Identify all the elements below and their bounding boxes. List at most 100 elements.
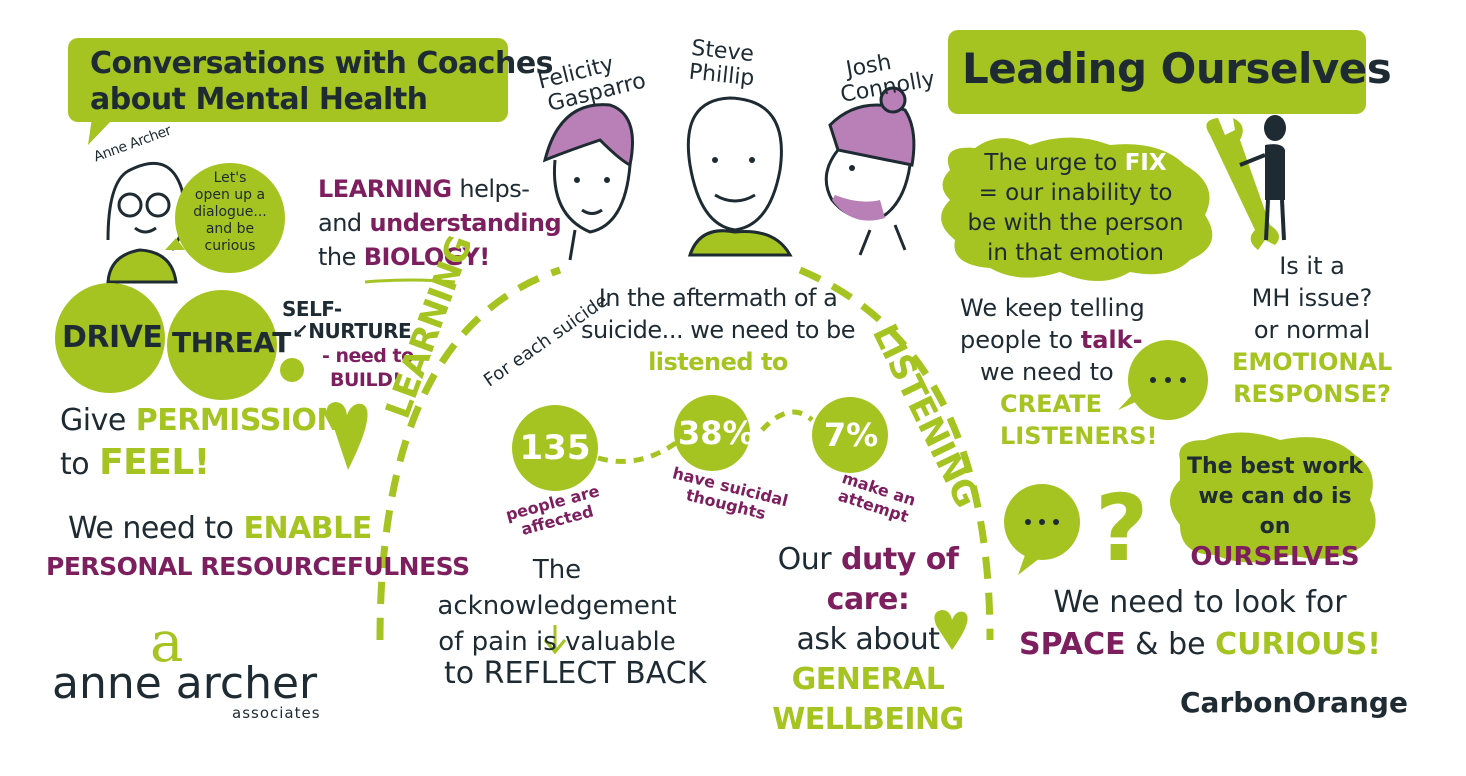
aftermath-line3: listened to <box>648 348 788 376</box>
the-word: the <box>318 243 356 271</box>
biology-word: BIOLOGY! <box>363 243 490 271</box>
anne-portrait-icon <box>106 161 186 284</box>
speech-line: curious <box>204 238 256 254</box>
keep-line3: we need to <box>980 358 1114 386</box>
threat-label: THREAT <box>172 326 291 359</box>
keep-line1: We keep telling <box>960 294 1145 322</box>
panelist-steve-name: Steve Phillip <box>688 36 758 92</box>
create-word: CREATE <box>1000 390 1102 418</box>
ask-about-words: ask about <box>796 622 940 657</box>
permission-word: PERMISSION <box>135 403 342 438</box>
need-to-build-label: - need to BUILD! <box>322 344 414 392</box>
drive-circle <box>55 283 165 393</box>
mh-line1: Is it a <box>1279 252 1345 280</box>
urge-to-fix-note: The urge to FIX = our inability to be wi… <box>948 148 1203 268</box>
anne-archer-logo: anne archer <box>52 658 318 709</box>
right-title: Leading Ourselves <box>962 44 1392 93</box>
look-for-space-note: We need to look for SPACE & be CURIOUS! <box>1010 582 1390 666</box>
nurture-word: NURTURE <box>308 319 412 343</box>
stat-circle-38 <box>674 395 750 471</box>
anne-archer-sub: associates <box>232 704 321 722</box>
give-permission-note: Give PERMISSION to FEEL! <box>60 400 341 486</box>
stat-connector-2 <box>760 409 814 432</box>
general-word: GENERAL <box>791 662 945 697</box>
best-line2: we can do is on <box>1198 484 1352 539</box>
learning-helps-note: LEARNING helps- and understanding the BI… <box>318 172 562 274</box>
ellipsis-speech-bubble-icon <box>1004 484 1080 575</box>
listener-speech-bubble-icon <box>1118 340 1208 420</box>
enable-note: We need to ENABLE <box>68 508 372 550</box>
duty-of-care-note: Our duty of care: ask about GENERAL WELL… <box>738 540 998 740</box>
urge-line2: = our inability to <box>978 180 1173 206</box>
urge-cloud <box>941 137 1213 281</box>
speech-line: dialogue... <box>193 204 267 220</box>
speech-line: open up a <box>194 187 266 203</box>
drive-label: DRIVE <box>62 320 163 355</box>
felicity-portrait-icon <box>542 103 634 261</box>
right-title-banner: Leading Ourselves <box>948 30 1392 114</box>
and-be-words: & be <box>1135 627 1206 662</box>
aftermath-note: In the aftermath of a suicide... we need… <box>568 282 868 378</box>
stat-circle-7 <box>812 397 888 473</box>
response-word: RESPONSE? <box>1233 380 1391 408</box>
best-work-cloud <box>1170 432 1376 563</box>
aftermath-line1: In the aftermath of a <box>598 284 838 312</box>
listening-arc <box>798 266 994 641</box>
aftermath-line2: suicide... we need to be <box>580 316 856 344</box>
ack-line2: of pain is valuable <box>438 627 676 657</box>
we-need-to-words: We need to <box>68 511 234 546</box>
stat-value-135: 135 <box>519 428 591 468</box>
learning-arc <box>376 266 562 641</box>
look-line1: We need to look for <box>1053 585 1347 620</box>
give-word: Give <box>60 403 126 438</box>
best-line1: The best work <box>1186 454 1364 479</box>
self-nurture-dot <box>280 358 304 382</box>
need-to-word: - need to <box>322 345 414 367</box>
stat-circle-135 <box>512 405 598 491</box>
self-word: SELF- <box>282 297 342 321</box>
stat-value-38: 38% <box>678 414 755 452</box>
build-word: BUILD! <box>330 369 401 391</box>
space-word: SPACE <box>1019 627 1126 662</box>
page-title-line2: about Mental Health <box>90 82 428 117</box>
listeners-word: LISTENERS! <box>1000 422 1158 450</box>
feel-word: FEEL! <box>99 442 210 483</box>
title-bubble-tail <box>88 118 112 145</box>
duty-of-care-word: duty of care: <box>826 542 959 617</box>
mh-issue-note: Is it a MH issue? or normal EMOTIONAL RE… <box>1232 250 1392 410</box>
urge-line3: be with the person <box>967 210 1184 236</box>
heart-small-icon <box>934 610 968 650</box>
anne-speech-bubble <box>175 163 285 273</box>
wrench-figure-icon <box>1206 115 1286 250</box>
personal-resourcefulness: PERSONAL RESOURCEFULNESS <box>46 552 470 581</box>
page-title-line1: Conversations with Coaches <box>90 46 554 81</box>
best-work-note: The best work we can do is on OURSELVES <box>1180 452 1370 572</box>
heart-icon <box>326 402 368 470</box>
threat-circle <box>167 290 277 400</box>
emotional-word: EMOTIONAL <box>1232 348 1393 376</box>
to-word: to <box>60 447 90 482</box>
speech-line: and be <box>205 221 255 237</box>
steve-portrait-icon <box>686 96 793 257</box>
reflect-back: to REFLECT BACK <box>444 656 707 691</box>
acknowledgement-note: The acknowledgement of pain is valuable <box>412 552 702 660</box>
wellbeing-word: WELLBEING <box>772 702 964 737</box>
helps-word: helps- <box>459 175 530 203</box>
enable-word: ENABLE <box>243 511 372 546</box>
learning-word: LEARNING <box>318 175 452 203</box>
speech-line: Let's <box>213 170 247 186</box>
keep-telling-note: We keep telling people to talk- we need … <box>960 292 1157 452</box>
title-banner: Conversations with Coaches about Mental … <box>68 38 554 122</box>
people-to-words: people to <box>960 326 1074 354</box>
ourselves-word: OURSELVES <box>1190 542 1360 572</box>
mh-line3: or normal <box>1253 316 1371 344</box>
question-mark-icon: ? <box>1095 475 1148 582</box>
ack-line1: The acknowledgement <box>437 555 677 621</box>
urge-line4: in that emotion <box>987 240 1164 266</box>
urge-words: The urge to <box>984 150 1118 176</box>
and-word: and <box>318 209 362 237</box>
curious-word: CURIOUS! <box>1215 627 1381 662</box>
josh-portrait-icon <box>824 86 916 256</box>
self-nurture-label: SELF- ↙NURTURE <box>282 297 412 343</box>
